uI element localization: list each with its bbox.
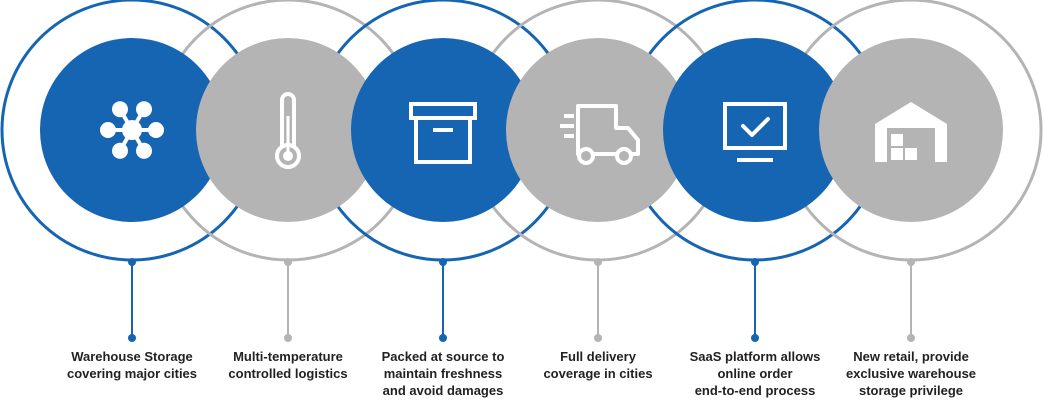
connector-top-dot-4: [594, 258, 602, 266]
caption-line: online order: [717, 366, 793, 381]
warehouse-icon: [875, 102, 947, 162]
caption-line: and avoid damages: [382, 383, 504, 398]
connector-dot-4: [594, 334, 602, 342]
caption-line: Warehouse Storage: [71, 349, 193, 364]
step-caption-1: Warehouse Storage covering major cities: [47, 348, 217, 382]
step-caption-2: Multi-temperature controlled logistics: [203, 348, 373, 382]
caption-line: storage privilege: [858, 383, 964, 398]
caption-line: New retail, provide: [853, 349, 969, 364]
connector-top-dot-5: [751, 258, 759, 266]
connector-top-dot-1: [128, 258, 136, 266]
thermometer-icon: [275, 92, 301, 169]
caption-line: Full delivery: [560, 349, 636, 364]
step-caption-6: New retail, provide exclusive warehouse st…: [826, 348, 996, 399]
delivery-truck-icon: [560, 104, 640, 165]
caption-line: covering major cities: [66, 366, 198, 381]
network-hub-icon: [100, 101, 164, 159]
connector-top-dot-6: [907, 258, 915, 266]
caption-line: coverage in cities: [543, 366, 653, 381]
connector-top-dot-3: [439, 258, 447, 266]
monitor-check-icon: [723, 102, 787, 162]
connector-top-dot-2: [284, 258, 292, 266]
step-icons: [100, 92, 947, 169]
caption-line: SaaS platform allows: [689, 349, 821, 364]
box-icon: [409, 102, 477, 164]
connector-dot-5: [751, 334, 759, 342]
step-caption-5: SaaS platform allows online order end-to-e…: [670, 348, 840, 399]
connectors: [128, 258, 915, 342]
step-caption-3: Packed at source to maintain freshness and…: [358, 348, 528, 399]
connector-dot-6: [907, 334, 915, 342]
step-discs: [40, 38, 1003, 222]
caption-line: Packed at source to: [381, 349, 505, 364]
caption-line: maintain freshness: [383, 366, 503, 381]
caption-line: exclusive warehouse: [845, 366, 977, 381]
connector-dot-1: [128, 334, 136, 342]
caption-line: Multi-temperature: [233, 349, 343, 364]
caption-line: end-to-end process: [694, 383, 816, 398]
connector-dot-2: [284, 334, 292, 342]
caption-line: controlled logistics: [228, 366, 348, 381]
connector-dot-3: [439, 334, 447, 342]
step-caption-4: Full delivery coverage in cities: [513, 348, 683, 382]
